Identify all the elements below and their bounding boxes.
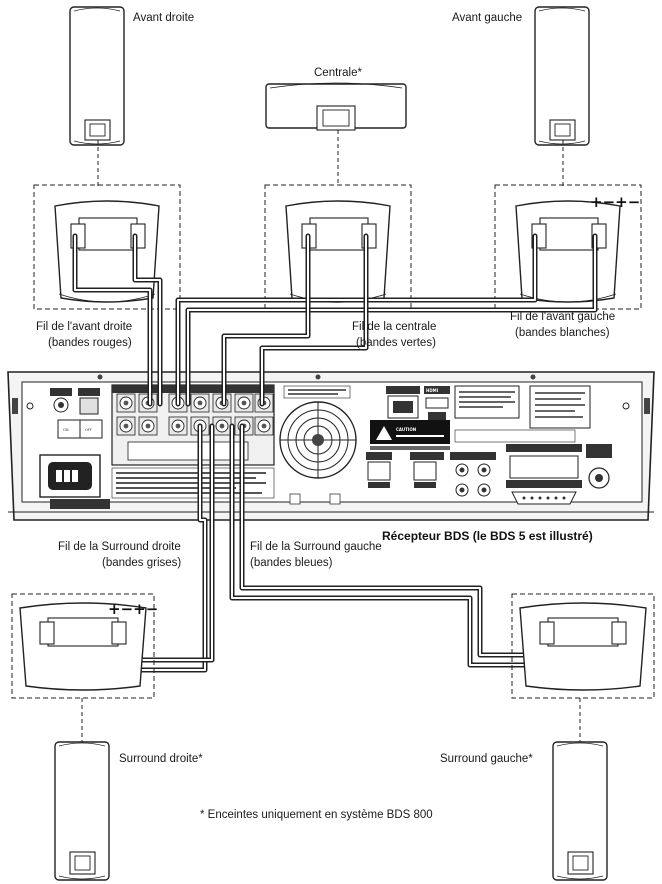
dashed-mount-lines-top bbox=[97, 130, 564, 186]
speaker-surround-left bbox=[552, 741, 608, 881]
label-front-left: Avant gauche bbox=[452, 12, 522, 24]
bracket-surround-right bbox=[11, 593, 155, 699]
switch-on: ON bbox=[63, 428, 69, 432]
bracket-surround-left bbox=[511, 593, 655, 699]
speaker-front-left bbox=[534, 6, 590, 146]
label-wire-front-right-2: (bandes rouges) bbox=[48, 337, 132, 349]
bracket-front-right bbox=[33, 184, 181, 310]
label-wire-front-right-1: Fil de l'avant droite bbox=[36, 321, 132, 333]
label-surround-left: Surround gauche* bbox=[440, 753, 533, 765]
label-wire-surround-right-1: Fil de la Surround droite bbox=[58, 541, 181, 553]
label-wire-front-left-2: (bandes blanches) bbox=[515, 327, 610, 339]
label-wire-surround-left-1: Fil de la Surround gauche bbox=[250, 541, 382, 553]
label-center: Centrale* bbox=[314, 67, 362, 79]
polarity-marks-bottom: +−+− bbox=[108, 600, 158, 618]
label-front-right: Avant droite bbox=[133, 12, 194, 24]
bracket-center bbox=[264, 184, 412, 310]
polarity-marks-top: +−+− bbox=[590, 193, 640, 211]
bracket-front-left bbox=[494, 184, 642, 310]
label-wire-center-1: Fil de la centrale bbox=[352, 321, 436, 333]
label-wire-front-left-1: Fil de l'avant gauche bbox=[510, 311, 615, 323]
dashed-mount-lines-bottom bbox=[81, 698, 581, 744]
caution-label: CAUTION bbox=[396, 427, 416, 432]
footnote: * Enceintes uniquement en système BDS 80… bbox=[200, 809, 433, 821]
speaker-center bbox=[265, 82, 407, 131]
hdmi-label: HDMI bbox=[426, 388, 439, 393]
receiver-fan bbox=[279, 401, 357, 479]
label-wire-surround-right-2: (bandes grises) bbox=[102, 557, 181, 569]
label-surround-right: Surround droite* bbox=[119, 753, 203, 765]
bds-receiver: ON OFF bbox=[7, 371, 655, 521]
label-wire-surround-left-2: (bandes bleues) bbox=[250, 557, 333, 569]
label-receiver: Récepteur BDS (le BDS 5 est illustré) bbox=[382, 529, 593, 543]
speaker-surround-right bbox=[54, 741, 110, 881]
label-wire-center-2: (bandes vertes) bbox=[356, 337, 436, 349]
switch-off: OFF bbox=[85, 428, 92, 432]
speaker-front-right bbox=[69, 6, 125, 146]
